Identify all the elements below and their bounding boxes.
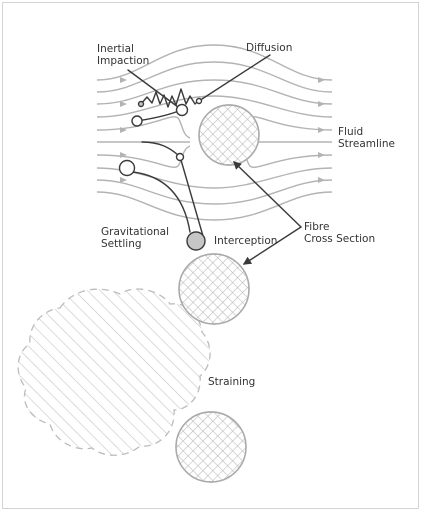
streamline-arrow [120,127,127,133]
streamline-arrow [318,127,325,133]
streamline [96,95,333,118]
inertial-impaction-label-line1: Inertial [97,43,134,55]
streamline-arrow [120,77,127,83]
diffusion-particle [195,97,203,105]
central-fibre-hatch [198,104,260,166]
streamline [96,179,333,205]
particles [118,97,206,251]
streamline-arrow [318,77,325,83]
streamline-arrow [318,177,325,183]
settling-origin-particle [118,159,136,177]
streamline-arrow [318,152,325,158]
impaction-particle-path [136,109,182,122]
streamline [96,116,191,139]
straining-particle [17,288,211,456]
straining-label: Straining [208,376,256,388]
gravitational-settling-label-line2: Settling [101,238,142,250]
interception-label: Interception [214,235,278,247]
inertial-impaction-label-line2: Impaction [97,55,150,67]
inertial-impaction-label: Inertial Impaction [97,43,149,67]
inertial-impaction-pointer [127,69,179,108]
straining-fibre-bottom-hatch [175,411,247,483]
fibre-cross-section-label-line1: Fibre [304,221,330,233]
streamline-arrow [120,101,127,107]
diffusion-pointer [201,54,271,100]
straining-fibre-top-hatch [178,253,250,325]
gravitational-settling-label-line1: Gravitational [101,226,170,238]
fibre-cross-section-label: Fibre Cross Section [304,221,375,245]
fluid-streamline-label-line2: Streamline [338,138,395,150]
streamline-arrow [318,101,325,107]
streamline [96,61,333,93]
gravitational-settling-particle [186,231,206,251]
streamline [96,191,333,221]
streamline [96,79,333,105]
interception-particle-path [141,141,179,156]
fluid-streamline-label: Fluid Streamline [338,126,395,150]
diffusion-small-particle [137,100,145,108]
streamline-arrow [120,152,127,158]
fibre-cross-section-label-line2: Cross Section [304,233,376,245]
fibre-pointer-central [232,161,302,228]
gravitational-settling-label: Gravitational Settling [101,226,169,250]
fluid-streamline-label-line1: Fluid [338,126,364,138]
particle-paths [127,54,302,265]
straining-cluster [17,253,250,483]
settling-particle-path [132,171,191,233]
interception-pointer [180,159,204,237]
inertial-impaction-particle [175,103,189,117]
interception-particle [175,152,185,162]
diffusion-label: Diffusion [246,42,293,54]
streamline [96,145,191,168]
fibre-pointer-straining [242,226,302,265]
streamline-arrow [120,177,127,183]
streamline-arrowheads [120,77,325,183]
impaction-origin-particle [131,115,143,127]
